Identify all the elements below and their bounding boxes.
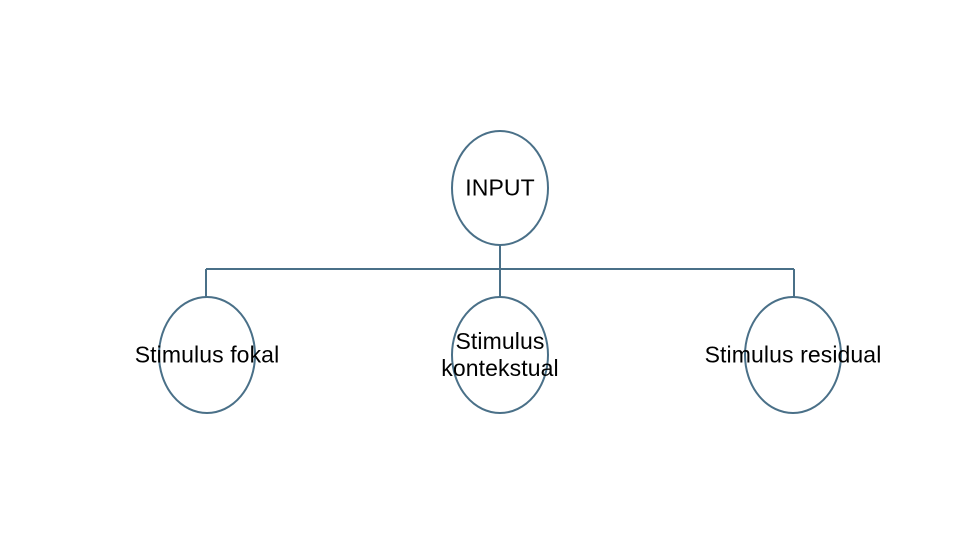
stimulus-fokal-node-top-arc: [158, 296, 256, 356]
connector-tree: [205, 245, 795, 297]
stimulus-kontekstual-node-label: Stimulus kontekstual: [441, 327, 559, 381]
input-node-top-arc: [451, 130, 549, 189]
stimulus-fokal-node-bottom-arc: [158, 354, 256, 414]
stimulus-residual-node-top-arc: [744, 296, 842, 356]
input-node-bottom-arc: [451, 187, 549, 246]
stimulus-fokal-node-label: Stimulus fokal: [134, 341, 280, 368]
stimulus-kontekstual-node-bottom-arc: [451, 354, 549, 414]
stimulus-residual-node-bottom-arc: [744, 354, 842, 414]
stimulus-residual-node-label: Stimulus residual: [704, 341, 882, 368]
input-node-label: INPUT: [465, 174, 535, 201]
node-outlines: [158, 130, 842, 414]
stimulus-kontekstual-node-top-arc: [451, 296, 549, 356]
